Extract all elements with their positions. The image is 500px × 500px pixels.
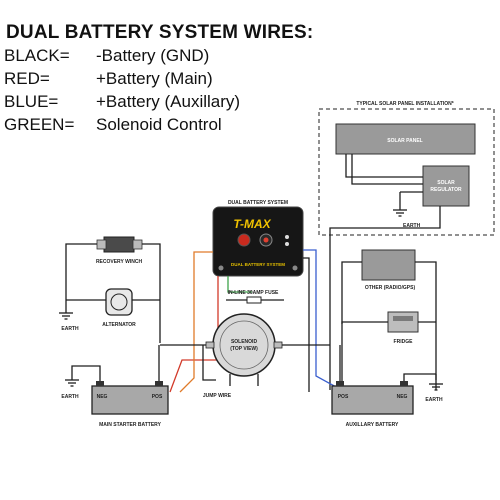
alternator-label: ALTERNATOR	[102, 322, 136, 328]
solar-regulator-label: SOLAR	[437, 180, 455, 186]
other-radio-gps-device	[361, 249, 416, 281]
battery-pos-label: POS	[338, 394, 349, 400]
legend-code: RED=	[4, 69, 50, 88]
recovery-winch-label: RECOVERY WINCH	[96, 259, 143, 265]
battery-terminal-icon	[96, 381, 104, 386]
alternator-icon	[105, 288, 133, 316]
page-title: DUAL BATTERY SYSTEM WIRES:	[6, 22, 314, 43]
solar-regulator	[422, 165, 470, 207]
screw-icon	[218, 265, 224, 271]
battery-terminal-icon	[155, 381, 163, 386]
wire-main-battery-ground	[71, 365, 101, 381]
solar-panel-label: SOLAR PANEL	[387, 138, 422, 144]
earth-label: EARTH	[61, 326, 79, 332]
controller-brand: T-MAX	[233, 217, 271, 231]
controller-title: DUAL BATTERY SYSTEM	[228, 200, 288, 206]
solar-regulator-label: REGULATOR	[430, 187, 462, 193]
main-starter-battery	[91, 385, 169, 415]
earth-symbol	[429, 383, 443, 391]
fridge-label: FRIDGE	[394, 339, 414, 345]
legend-code: BLACK=	[4, 46, 70, 65]
solenoid-terminal-icon	[273, 341, 283, 349]
legend-code: BLUE=	[4, 92, 59, 111]
controller-subtitle: DUAL BATTERY SYSTEM	[231, 262, 285, 267]
wire-green-solenoid-control	[227, 276, 252, 293]
solar-section-box	[318, 108, 495, 236]
fridge-device	[387, 311, 419, 333]
dual-battery-controller	[212, 206, 304, 277]
legend-meaning: -Battery (GND)	[96, 46, 210, 65]
alternator-pulley-icon	[110, 293, 128, 311]
fridge-lid-icon	[393, 316, 413, 321]
legend-red: RED= +Battery (Main)	[4, 69, 213, 89]
jump-wire-label: JUMP WIRE	[203, 393, 232, 399]
earth-symbol	[393, 209, 407, 217]
other-device-label: OTHER (RADIO/GPS)	[365, 285, 416, 291]
wire-other-positive	[341, 261, 362, 324]
legend-green: GREEN= Solenoid Control	[4, 115, 222, 135]
wire-blue-aux-positive	[303, 249, 339, 389]
solar-section-title: TYPICAL SOLAR PANEL INSTALLATION*	[356, 101, 453, 107]
solenoid-label: SOLENOID	[231, 339, 258, 345]
battery-neg-label: NEG	[397, 394, 408, 400]
earth-label: EARTH	[61, 394, 79, 400]
legend-meaning: +Battery (Main)	[96, 69, 213, 88]
auxiliary-battery-label: AUXILLARY BATTERY	[346, 422, 399, 428]
auxiliary-battery	[331, 385, 414, 415]
jump-wire	[202, 345, 216, 381]
status-led-icon	[285, 242, 289, 246]
status-led-icon	[285, 235, 289, 239]
fuse-icon	[246, 296, 262, 304]
earth-symbol	[59, 312, 73, 320]
earth-symbol	[65, 379, 79, 387]
wire-regulator-to-aux	[329, 206, 441, 390]
battery-terminal-icon	[400, 381, 408, 386]
red-indicator-icon	[237, 233, 251, 247]
fuse-label: IN-LINE 30AMP FUSE	[228, 290, 279, 296]
legend-meaning: Solenoid Control	[96, 115, 222, 134]
winch-drum-icon	[96, 239, 107, 250]
solenoid-terminal-icon	[205, 341, 215, 349]
wire-regulator-earth	[399, 191, 423, 210]
wire-panel-to-regulator	[351, 154, 423, 185]
wire-aux-battery-ground	[403, 373, 436, 381]
recovery-winch	[103, 236, 135, 253]
main-battery-label: MAIN STARTER BATTERY	[99, 422, 162, 428]
solenoid-mount-icon	[229, 374, 259, 386]
winch-drum-icon	[132, 239, 143, 250]
solenoid-label: (TOP VIEW)	[230, 346, 258, 352]
earth-label: EARTH	[425, 397, 443, 403]
wire-winch-positive	[142, 243, 161, 343]
battery-pos-label: POS	[152, 394, 163, 400]
solar-panel	[335, 123, 476, 155]
wire-other-ground	[415, 261, 437, 390]
solenoid-icon	[212, 313, 276, 377]
legend-code: GREEN=	[4, 115, 75, 134]
screw-icon	[292, 265, 298, 271]
battery-neg-label: NEG	[97, 394, 108, 400]
solenoid-inner-ring-icon	[219, 320, 269, 370]
legend-meaning: +Battery (Auxillary)	[96, 92, 241, 111]
wire-black-ground	[303, 257, 310, 392]
legend-blue: BLUE= +Battery (Auxillary)	[4, 92, 240, 112]
battery-terminal-icon	[336, 381, 344, 386]
legend-black: BLACK= -Battery (GND)	[4, 46, 209, 66]
wire-fridge-positive	[341, 321, 388, 388]
earth-label: EARTH	[403, 223, 421, 229]
wire-winch-ground	[65, 243, 97, 313]
wire-panel-to-regulator	[345, 154, 423, 178]
wire-red-main-positive	[169, 276, 219, 393]
wire-orange	[179, 251, 213, 393]
indicator-led-icon	[263, 237, 269, 243]
